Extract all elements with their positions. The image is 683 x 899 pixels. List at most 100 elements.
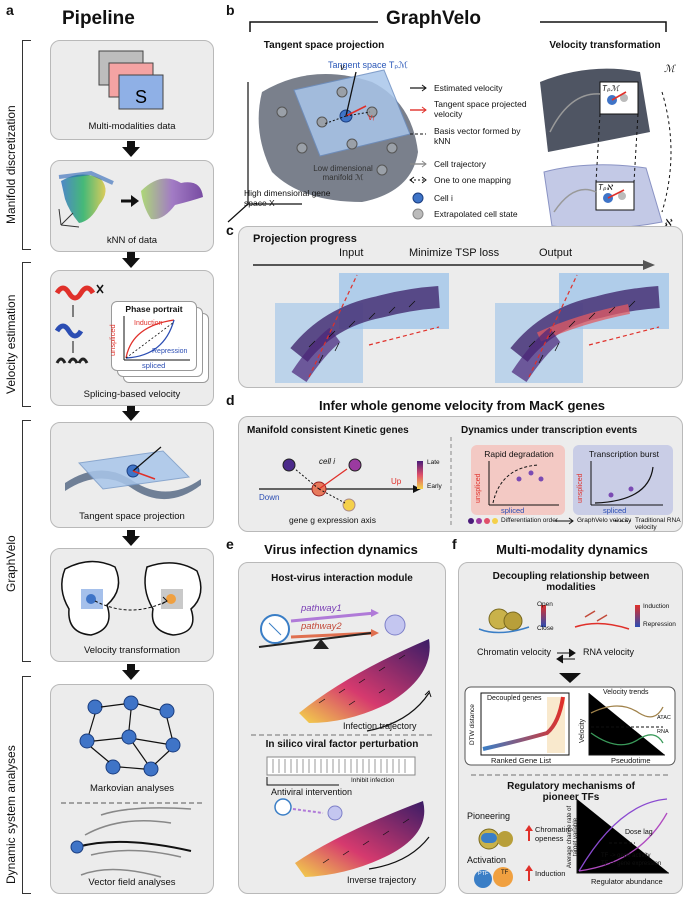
legend-mapping: One to one mapping xyxy=(434,175,512,185)
multimodality-title: Multi-modality dynamics xyxy=(496,542,648,557)
down-label: Down xyxy=(259,493,280,502)
chromatin-openess-label: Chromatin openess xyxy=(535,825,570,843)
legend-extrapolated: Extrapolated cell state xyxy=(434,209,518,219)
repression-label: Repression xyxy=(152,348,188,355)
chromatin-velocity-label: Chromatin velocity xyxy=(477,647,552,657)
spliced-axis: spliced xyxy=(142,361,166,370)
bracket-velocity xyxy=(22,262,31,407)
legend-basis: Basis vector formed by kNN xyxy=(434,126,521,146)
tangent-caption: Tangent space projection xyxy=(79,511,185,522)
activation-label: Activation xyxy=(467,855,507,865)
velocity-transform-caption: Velocity transformation xyxy=(83,645,181,656)
section-dynamic: Dynamic system analyses xyxy=(4,745,18,884)
close-label: Close xyxy=(537,625,554,632)
ranked-label: Ranked Gene List xyxy=(491,756,552,765)
bracket-graphvelo xyxy=(22,420,31,662)
rapid-label: Rapid degradation xyxy=(484,449,554,459)
tangent-projection-diagram xyxy=(227,69,418,223)
legend-trajectory: Cell trajectory xyxy=(434,159,486,169)
panel-a-letter: a xyxy=(6,2,14,18)
repression-f-label: Repression xyxy=(643,621,676,628)
v-label: v xyxy=(340,62,345,72)
spliced-d1: spliced xyxy=(501,506,525,515)
regulator-label: Regulator abundance xyxy=(591,877,663,886)
pseudotime-label: Pseudotime xyxy=(611,756,651,765)
legend-graphvelo: GraphVelo velocity xyxy=(577,517,632,524)
projection-box: Projection progress Input Minimize TSP l… xyxy=(238,226,683,388)
silico-title: In silico viral factor perturbation xyxy=(265,739,419,750)
dynamics-title: Dynamics under transcription events xyxy=(461,425,638,436)
pathway1-label: pathway1 xyxy=(301,603,342,614)
markov-network xyxy=(61,695,203,878)
spliced-d2: spliced xyxy=(603,506,627,515)
trends-label: Velocity trends xyxy=(603,689,649,696)
flow-arrow-2-stem xyxy=(127,252,135,259)
tangent-surface xyxy=(65,446,201,500)
flow-arrow-1-head xyxy=(122,147,140,157)
burst-label: Transcription burst xyxy=(588,449,660,459)
pipeline-title: Pipeline xyxy=(62,8,135,29)
legend-projected: Tangent space projected velocity xyxy=(434,99,527,119)
induction-f-label: Induction xyxy=(643,603,670,610)
stacked-layers-icon: S xyxy=(98,50,164,110)
flow-arrow-5-stem xyxy=(127,664,135,671)
markov-caption: Markovian analyses xyxy=(90,783,174,794)
atac-label: ATAC xyxy=(657,715,671,721)
phase-portrait-plot xyxy=(123,316,190,361)
up-label: Up xyxy=(391,477,402,486)
decoupled-label: Decoupled genes xyxy=(487,695,542,702)
virus-title: Virus infection dynamics xyxy=(264,542,418,557)
ptf-label: PTF xyxy=(478,871,489,877)
panel-e-letter: e xyxy=(226,536,234,552)
splicing-box: Phase portrait Induction Repression unsp… xyxy=(50,270,214,406)
unspliced-d1: unspliced xyxy=(475,473,482,503)
graphvelo-bracket xyxy=(249,21,667,32)
mack-title: Manifold consistent Kinetic genes xyxy=(247,425,409,436)
infer-title: Infer whole genome velocity from MacK ge… xyxy=(318,398,606,413)
tangent-legend-marks xyxy=(409,84,427,220)
knn-caption: kNN of data xyxy=(106,235,158,246)
antiviral-label: Antiviral intervention xyxy=(271,787,353,797)
legend-traditional: Traditional RNA velocity xyxy=(635,517,681,531)
vector-caption: Vector field analyses xyxy=(88,877,176,888)
panel-f-letter: f xyxy=(452,536,457,552)
panel-b-letter: b xyxy=(226,2,235,18)
flow-arrow-3-stem xyxy=(127,406,135,412)
tangent-space-label: Tangent space Tₚℳ xyxy=(328,60,408,70)
unspliced-d2: unspliced xyxy=(577,473,584,503)
projection-title: Projection progress xyxy=(253,233,357,245)
host-title: Host-virus interaction module xyxy=(271,573,413,584)
velocity-transform-box: Velocity transformation xyxy=(50,548,214,662)
TpN-label: Tₚℵ xyxy=(598,183,613,192)
section-manifold: Manifold discretization xyxy=(4,105,18,224)
M-label: ℳ xyxy=(664,64,675,75)
inhibit-label: Inhibit infection xyxy=(351,777,395,784)
rna-leg-label: RNA xyxy=(657,729,669,735)
bracket-manifold xyxy=(22,40,31,250)
phase-portrait-card: Phase portrait Induction Repression unsp… xyxy=(108,301,197,371)
high-space-label: High dimensional gene space X xyxy=(244,188,331,208)
late-label: Late xyxy=(427,459,440,466)
induction2-label: Induction xyxy=(535,869,566,878)
svg-text:S: S xyxy=(135,87,147,107)
reg-title: Regulatory mechanisms of pioneer TFs xyxy=(507,781,635,803)
input-label: Input xyxy=(339,247,364,259)
panel-c-letter: c xyxy=(226,222,234,238)
decoupling-title: Decoupling relationship between modaliti… xyxy=(492,571,650,593)
manifold-pair xyxy=(61,560,202,636)
dynamics-box: Markovian analyses Vector field analyses xyxy=(50,684,214,894)
pathway2-label: pathway2 xyxy=(301,621,342,632)
graphvelo-title: GraphVelo xyxy=(386,8,482,29)
multi-modal-caption: Multi-modalities data xyxy=(88,121,176,132)
phase-portrait-title: Phase portrait xyxy=(125,304,183,314)
tf-label: TF xyxy=(501,870,509,876)
infer-box: Manifold consistent Kinetic genes Dynami… xyxy=(238,416,683,532)
legend-estimated: Estimated velocity xyxy=(434,83,503,93)
bracket-dynamic xyxy=(22,676,31,894)
section-graphvelo: GraphVelo xyxy=(4,535,18,592)
unspliced-axis: unspliced xyxy=(108,324,117,356)
cell-i-label: cell i xyxy=(319,457,336,466)
early-label: Early xyxy=(427,483,442,490)
induction-label: Induction xyxy=(134,320,163,327)
velocity-title: Velocity transformation xyxy=(549,40,661,51)
